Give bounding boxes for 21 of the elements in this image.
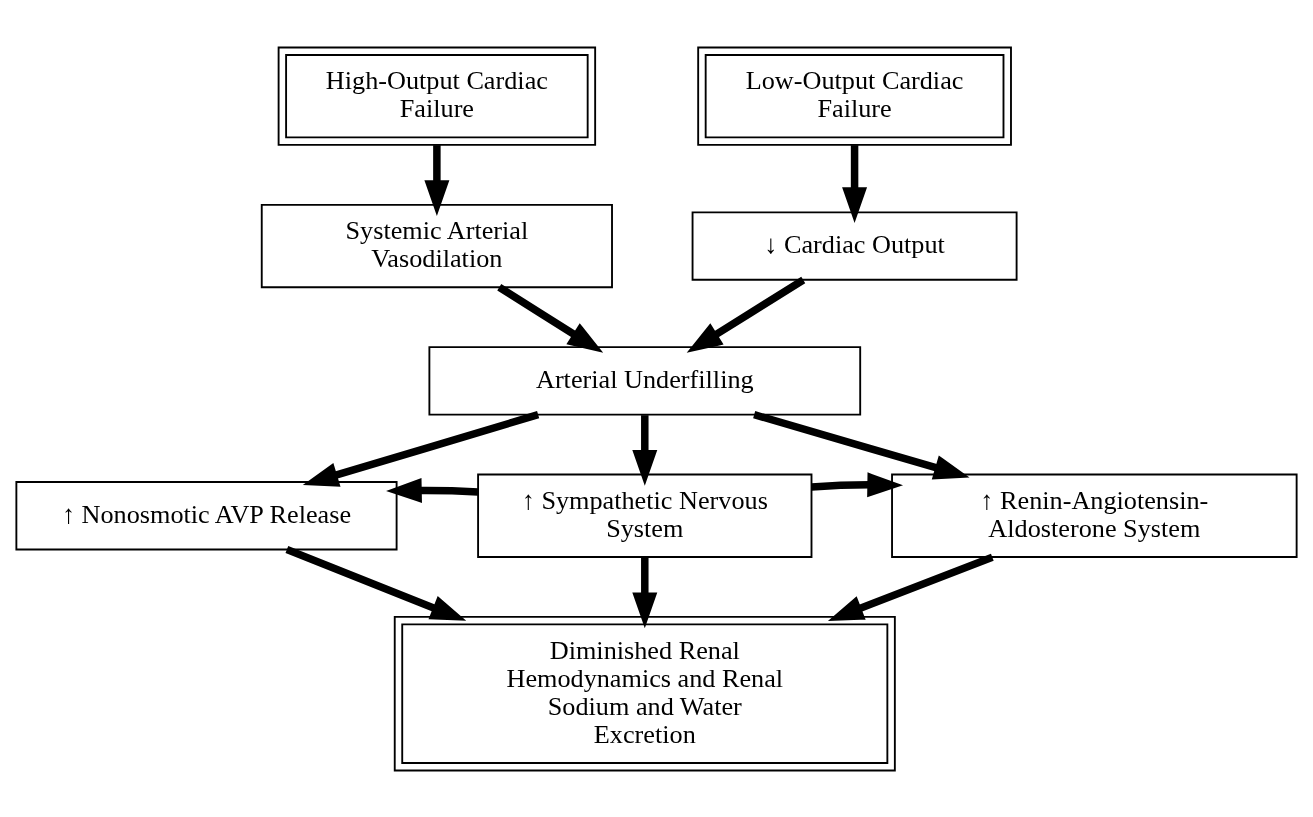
arrow bbox=[842, 144, 868, 223]
node-box: High-Output Cardiac Failure bbox=[277, 46, 597, 146]
arrow bbox=[827, 553, 994, 621]
node-box: Low-Output Cardiac Failure bbox=[697, 46, 1012, 146]
arrow bbox=[386, 477, 479, 503]
arrow bbox=[632, 414, 658, 486]
node-box: ↑ Renin-Angiotensin-Aldosterone System bbox=[891, 473, 1298, 558]
arrow bbox=[497, 283, 604, 353]
node-box: Diminished Renal Hemodynamics and Renal Sodium and Water Excretion bbox=[393, 615, 896, 771]
arrow bbox=[424, 144, 450, 216]
arrow bbox=[302, 410, 540, 487]
node-box: ↑ Nonosmotic AVP Release bbox=[15, 480, 398, 550]
arrow bbox=[686, 276, 806, 353]
node-box: ↑ Sympathetic Nervous System bbox=[477, 473, 813, 558]
arrow bbox=[753, 410, 970, 479]
node-box: ↓ Cardiac Output bbox=[691, 210, 1018, 281]
node-box: Systemic Arterial Vasodilation bbox=[260, 203, 613, 288]
node-box: Arterial Underfilling bbox=[428, 345, 862, 416]
arrow bbox=[285, 545, 467, 621]
arrow bbox=[632, 556, 658, 628]
arrow bbox=[811, 471, 904, 497]
